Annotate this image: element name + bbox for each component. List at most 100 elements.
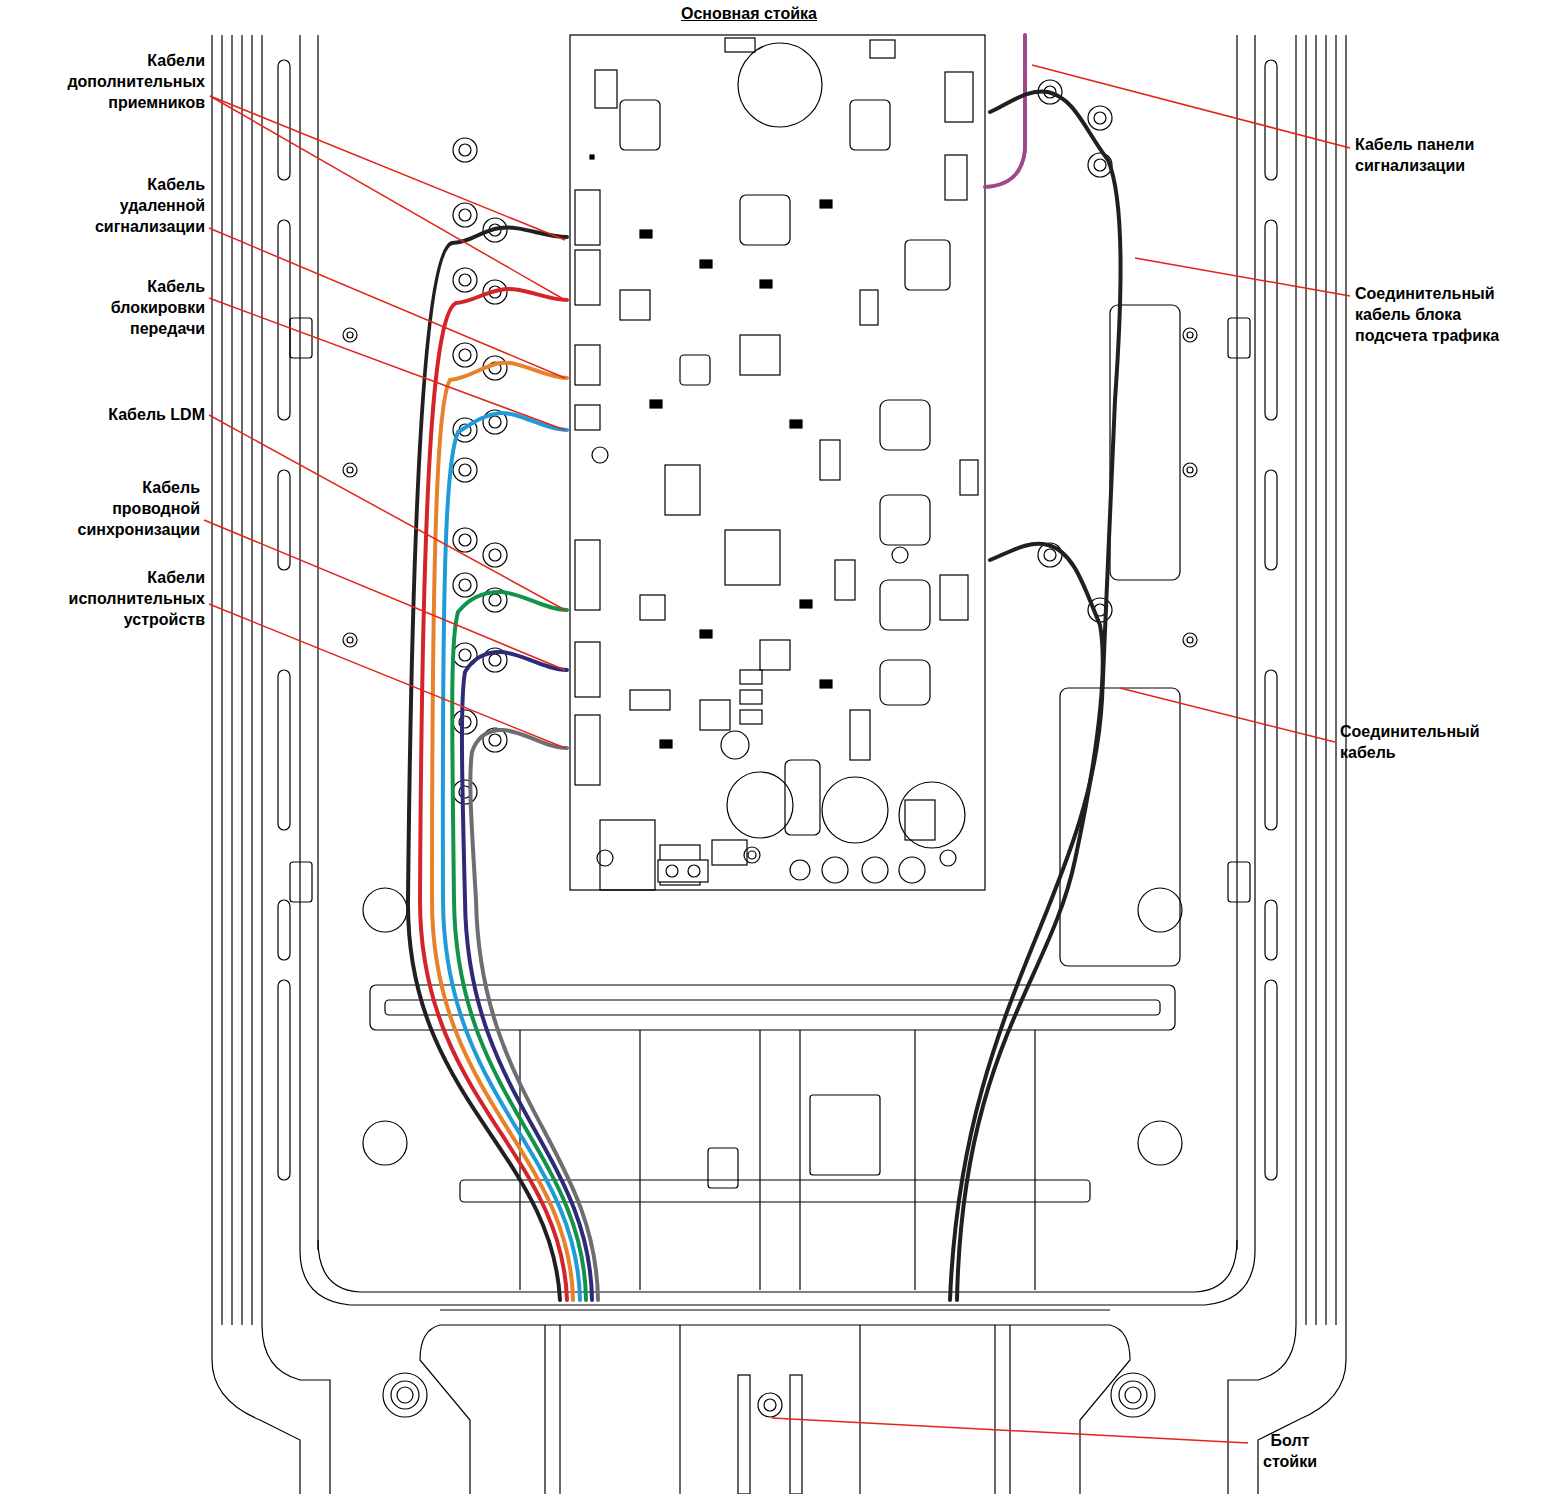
circuit-board-part (740, 195, 790, 245)
housing-part-part (1094, 112, 1106, 124)
housing-part (1119, 1381, 1147, 1409)
housing-part (278, 220, 290, 420)
callout-label: Кабель проводной синхронизации (62, 477, 200, 540)
housing-part (347, 637, 353, 643)
housing-part (1345, 35, 1346, 1325)
circuit-board-part (820, 440, 840, 480)
circuit-board-part (660, 904, 720, 905)
circuit-board-part (660, 904, 720, 905)
housing-part-part (459, 464, 471, 476)
housing-part-part (453, 203, 477, 227)
housing-part (347, 332, 353, 338)
housing-part (914, 1030, 915, 1290)
circuit-board-part (660, 904, 720, 905)
circuit-board-part (945, 155, 967, 200)
circuit-board-part (870, 40, 895, 58)
circuit-board-part (600, 820, 655, 890)
callout-label: Кабель блокировки передачи (90, 276, 205, 339)
circuit-board-part (660, 904, 720, 905)
circuit-board-part (660, 904, 720, 905)
circuit-board-part (665, 465, 700, 515)
circuit-board-part (660, 904, 720, 905)
rack-bolt-part (764, 1399, 776, 1411)
circuit-board-part (700, 630, 712, 638)
housing-part (810, 1095, 880, 1175)
housing-part (278, 670, 290, 830)
circuit-board-part (660, 904, 720, 905)
circuit-board-part (575, 190, 600, 245)
housing-part (1187, 637, 1193, 643)
circuit-board-part (740, 710, 762, 724)
leader-lines-part (1120, 688, 1335, 742)
housing-part-part (483, 543, 507, 567)
circuit-board-part (660, 904, 720, 905)
circuit-board-part (880, 400, 930, 450)
housing-part (1110, 305, 1180, 580)
circuit-board-part (660, 904, 720, 905)
housing-part-part (489, 594, 501, 606)
housing-part (679, 1325, 680, 1494)
circuit-board-part (660, 904, 720, 905)
leader-lines-part (204, 520, 565, 670)
circuit-board-part (660, 904, 720, 905)
circuit-board-part (660, 904, 720, 905)
circuit-board-part (660, 904, 720, 905)
leader-lines-part (209, 298, 565, 430)
housing-part-part (1044, 549, 1056, 561)
circuit-board-part (660, 904, 720, 905)
housing-part-part (453, 528, 477, 552)
circuit-board-part (820, 200, 832, 208)
circuit-board-part (660, 904, 720, 905)
housing-part (397, 1387, 413, 1403)
circuit-board-part (660, 904, 720, 905)
circuit-board-part (712, 840, 747, 865)
circuit-board-part (620, 100, 660, 150)
housing-part (317, 35, 318, 1250)
circuit-board-part (620, 290, 650, 320)
housing-part (261, 35, 262, 1325)
housing-part (343, 633, 357, 647)
circuit-board-part (660, 904, 720, 905)
leader-lines-part (209, 604, 565, 748)
circuit-board-part (660, 904, 720, 905)
housing-part-part (459, 144, 471, 156)
circuit-board-part (688, 865, 700, 877)
circuit-board-part (660, 904, 720, 905)
circuit-board-part (700, 700, 730, 730)
circuit-board-part (660, 904, 720, 905)
housing-part (1265, 670, 1277, 830)
circuit-board-part (899, 857, 925, 883)
housing-part (347, 467, 353, 473)
housing-part (1138, 888, 1182, 932)
circuit-board-part (660, 904, 720, 905)
housing-part (1305, 35, 1306, 1325)
circuit-board-part (835, 560, 855, 600)
housing-part (290, 862, 312, 902)
circuit-board-part (744, 847, 760, 863)
callout-label: Кабель панели сигнализации (1355, 134, 1505, 176)
circuit-board-part (660, 904, 720, 905)
circuit-board-part (660, 904, 720, 905)
housing-part-part (489, 549, 501, 561)
housing-part-part (453, 343, 477, 367)
circuit-board-part (660, 904, 720, 905)
housing-part-part (459, 534, 471, 546)
housing-part (1111, 1373, 1155, 1417)
housing-part (1183, 328, 1197, 342)
housing-part (1295, 35, 1296, 1325)
circuit-board-part (660, 904, 720, 905)
leader-lines-part (210, 96, 565, 240)
circuit-board-part (660, 904, 720, 905)
circuit-board-part (660, 904, 720, 905)
housing-part (859, 1325, 860, 1494)
circuit-board-part (748, 851, 756, 859)
circuit-board-part (940, 850, 956, 866)
circuit-board-part (660, 740, 672, 748)
circuit-board-part (850, 100, 890, 150)
circuit-board-part (660, 904, 720, 905)
circuit-board-part (660, 904, 720, 905)
housing-part (799, 1030, 800, 1290)
circuit-board-part (660, 904, 720, 905)
cables-part (470, 730, 598, 1300)
circuit-board-part (725, 38, 755, 52)
